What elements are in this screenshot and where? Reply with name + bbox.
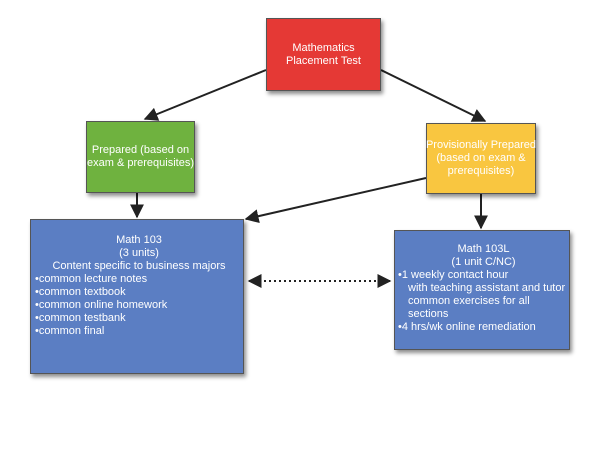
math103-bullet: •common lecture notes bbox=[35, 273, 148, 285]
placement-test-node: Mathematics Placement Test bbox=[266, 18, 381, 91]
provisional-line-1: Provisionally Prepared bbox=[425, 139, 537, 151]
placement-test-line-2: Placement Test bbox=[285, 54, 361, 67]
math103-description: Content specific to business majors bbox=[52, 260, 226, 272]
math103l-line: with teaching assistant and tutor bbox=[408, 282, 566, 294]
math103l-node: Math 103L (1 unit C/NC) •1 weekly contac… bbox=[394, 230, 570, 350]
math103-bullet: •common final bbox=[35, 325, 105, 337]
provisional-line-2: (based on exam & bbox=[436, 152, 526, 164]
provisional-line-3: prerequisites) bbox=[447, 165, 515, 177]
prepared-node: Prepared (based on exam & prerequisites) bbox=[86, 121, 195, 193]
edge-provisional-to-math103 bbox=[244, 177, 427, 224]
edge-test-to-provisional bbox=[380, 69, 487, 122]
math103l-line: common exercises for all bbox=[408, 295, 530, 307]
math103l-units: (1 unit C/NC) bbox=[451, 256, 516, 268]
math103l-line: sections bbox=[408, 308, 449, 320]
math103-units: (3 units) bbox=[119, 247, 159, 259]
math103-title: Math 103 bbox=[116, 234, 162, 246]
math103-node: Math 103 (3 units) Content specific to b… bbox=[30, 219, 244, 374]
math103l-title: Math 103L bbox=[457, 243, 510, 255]
edge-test-to-prepared bbox=[143, 69, 267, 121]
prepared-line-1: Prepared (based on bbox=[91, 144, 190, 156]
math103-bullet: •common textbook bbox=[35, 286, 126, 298]
math103l-line: •1 weekly contact hour bbox=[398, 269, 509, 281]
prepared-line-2: exam & prerequisites) bbox=[87, 157, 194, 169]
math103l-line: •4 hrs/wk online remediation bbox=[398, 321, 536, 333]
provisionally-prepared-node: Provisionally Prepared (based on exam & … bbox=[426, 123, 536, 194]
math103-bullet: •common testbank bbox=[35, 312, 126, 324]
placement-test-line-1: Mathematics bbox=[292, 41, 355, 54]
math103-bullet: •common online homework bbox=[35, 299, 168, 311]
